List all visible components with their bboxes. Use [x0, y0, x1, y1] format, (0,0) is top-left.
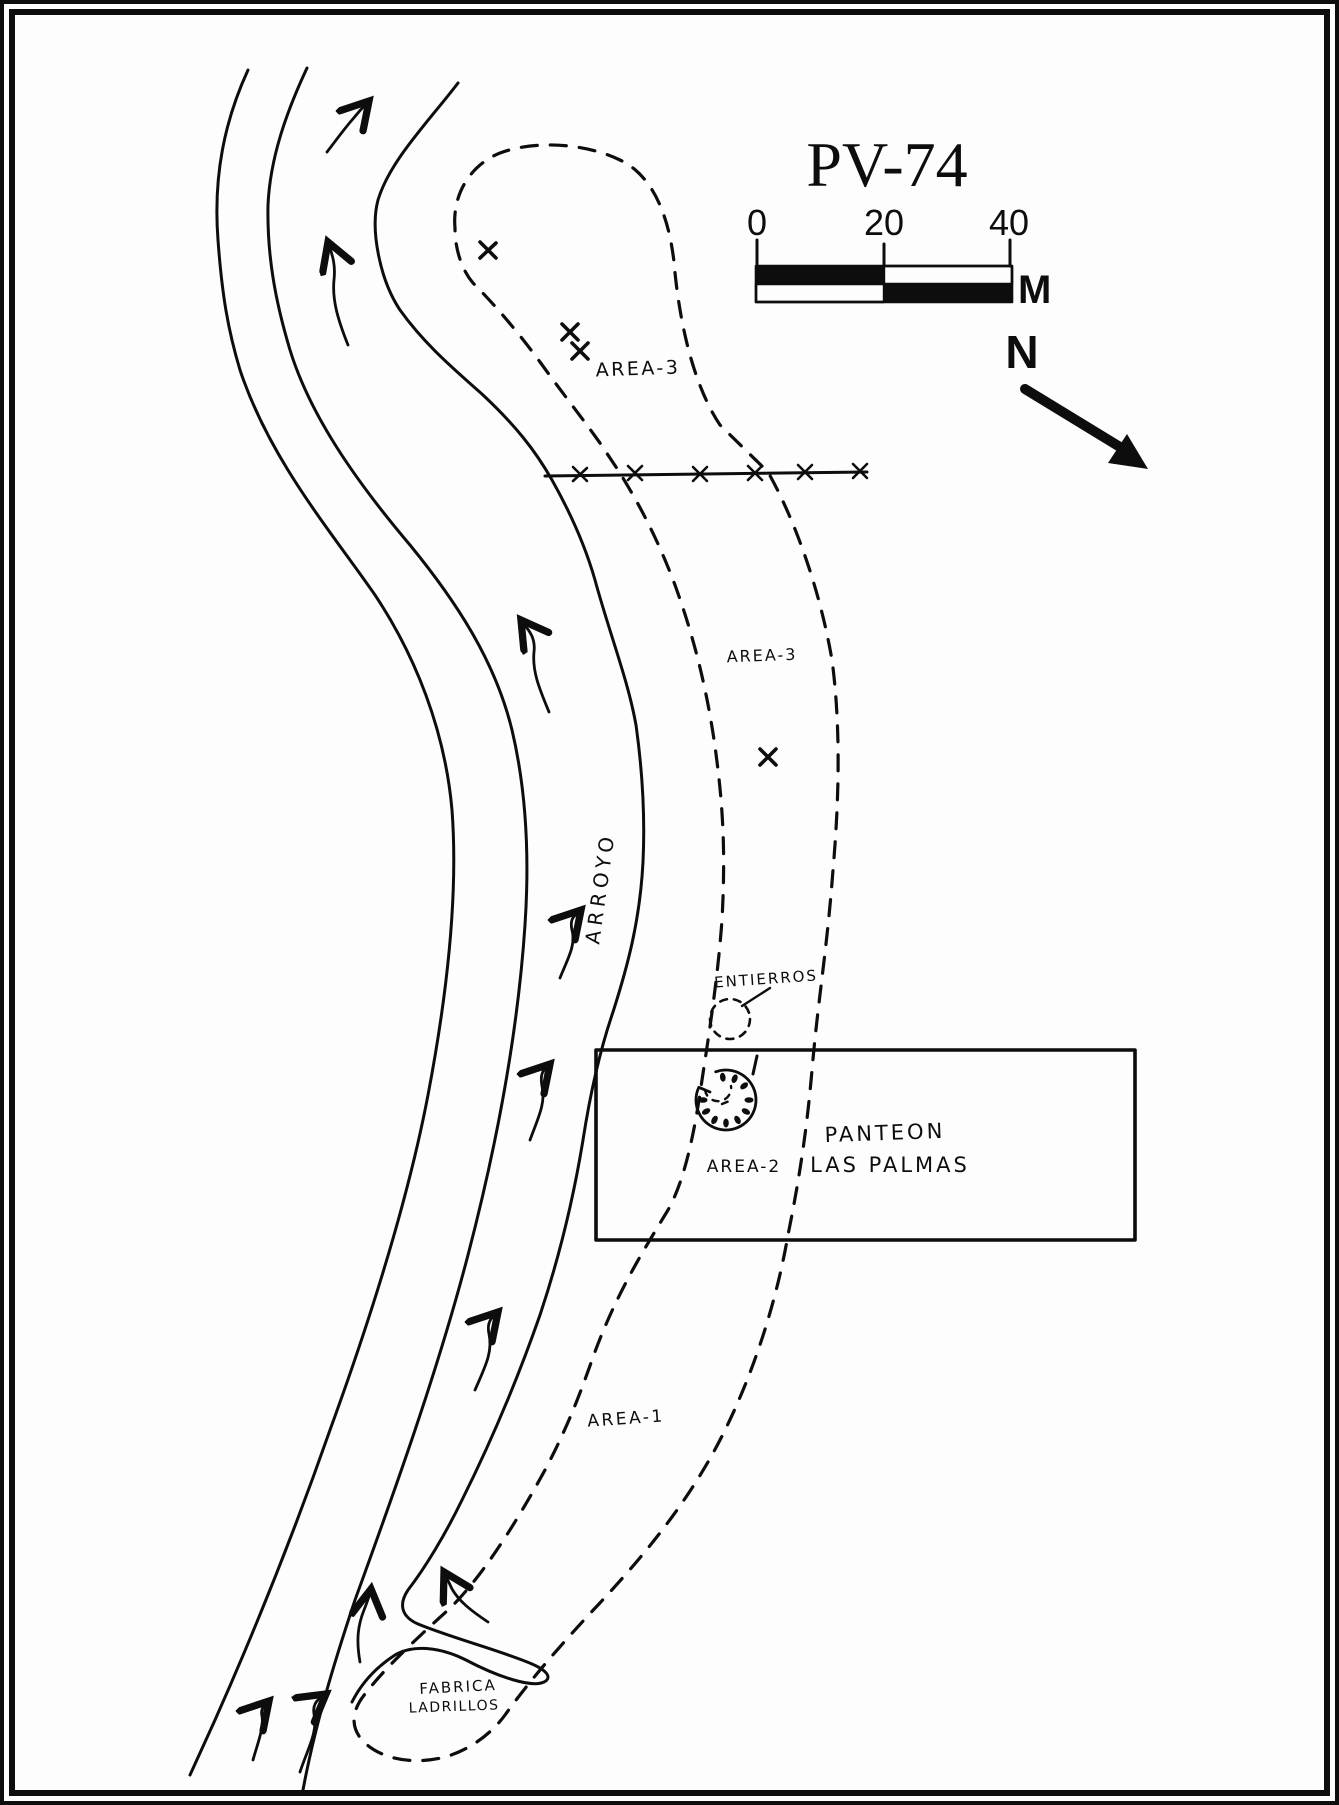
panteon-box [594, 1048, 1137, 1242]
datum-x-mark [570, 341, 590, 361]
scale-segment-black [884, 284, 1012, 302]
stray-dash-mark [751, 1054, 759, 1076]
scale-unit-label: M [1018, 268, 1051, 312]
scale-segment-black [756, 266, 884, 284]
fabrica-label-line1: FABRICA [419, 1676, 497, 1698]
scale-bar [754, 238, 1014, 304]
flow-arrow [530, 1064, 550, 1142]
arroyo-label: ARROYO [580, 830, 619, 945]
north-arrow [1020, 384, 1148, 469]
flow-arrow [358, 1589, 371, 1664]
feature-inner-dashed-arc [703, 1084, 734, 1106]
panteon-label-line2: LAS PALMAS [810, 1153, 970, 1177]
datum-x-mark [478, 240, 498, 260]
burial-feature [708, 986, 772, 1041]
north-arrow-shaft [1020, 384, 1125, 452]
datum-x-mark [560, 322, 580, 342]
scale-label-20: 20 [864, 202, 904, 243]
transect-baseline [543, 470, 869, 478]
north-label: N [1005, 326, 1038, 378]
burial-leader-line [740, 986, 772, 1008]
flow-arrow [521, 620, 549, 714]
flow-arrow [325, 101, 369, 154]
entierros-label: ENTIERROS [714, 966, 819, 991]
area3-top-label: AREA-3 [595, 357, 680, 382]
north-arrow-head [1108, 434, 1148, 469]
transect-station-marks [571, 462, 869, 483]
area1-label: AREA-1 [587, 1406, 666, 1431]
scale-label-40: 40 [989, 202, 1029, 243]
survey-area-dashed-boundary [352, 143, 840, 1763]
datum-x-marks [478, 240, 778, 767]
flow-arrow [444, 1572, 490, 1624]
datum-x-mark [758, 747, 778, 767]
fabrica-label-line2: LADRILLOS [408, 1697, 499, 1716]
flow-arrow [560, 910, 581, 980]
river-east-bank-line [350, 81, 646, 1704]
flow-arrow [475, 1312, 498, 1392]
panteon-label-line1: PANTEON [824, 1119, 945, 1147]
scale-segment-white [754, 282, 886, 304]
flow-arrow [328, 242, 348, 347]
map-title: PV-74 [806, 129, 967, 200]
flow-arrow [253, 1701, 269, 1762]
feature-outer-ring [694, 1068, 758, 1132]
scale-segment-white [882, 264, 1014, 286]
survey-transect-line [543, 462, 869, 483]
area3-mid-label: AREA-3 [726, 645, 797, 666]
feature-stipple-blobs [698, 1072, 754, 1128]
scale-label-0: 0 [747, 202, 767, 243]
burial-dashed-circle [708, 997, 752, 1041]
scale-bar-outline [754, 264, 1014, 304]
excavation-feature-circle [694, 1068, 758, 1132]
area2-label: AREA-2 [707, 1157, 781, 1177]
stream-flow-arrows [253, 101, 581, 1774]
river-middle-line [266, 66, 529, 1792]
flow-arrow [300, 1694, 326, 1774]
river-west-bank-line [188, 68, 456, 1777]
